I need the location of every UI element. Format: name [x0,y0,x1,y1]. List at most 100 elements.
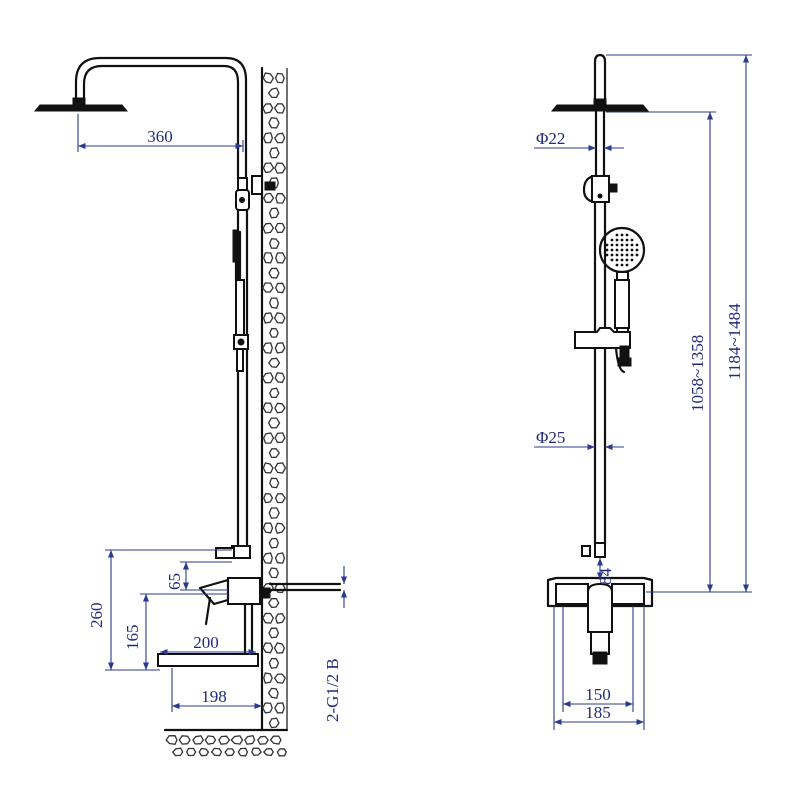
label-spout-height: 165 [123,625,142,651]
label-connector-gap: 65 [165,573,184,590]
nozzle-dot [620,248,624,252]
label-small-gap: 84 [596,568,615,586]
stone-hatch [273,673,286,684]
dimension-spout-height: 165 [123,593,228,670]
thermostatic-mixer-front [546,542,654,665]
stone-hatch [262,402,274,414]
stone-hatch [267,687,279,699]
nozzle-dot [630,243,634,247]
nozzle-dot [620,263,624,267]
overhead-arm-side [74,56,248,180]
dimension-lower-pipe-diameter: Φ25 [534,428,624,451]
tub-spout-side [157,602,259,667]
hand-shower-nozzles [605,233,639,267]
nozzle-dot [605,253,609,257]
stone-hatch [268,117,280,129]
label-total-height-range: 1184~1484 [725,303,744,380]
nozzle-dot [620,258,624,262]
nozzle-dot [630,248,634,252]
label-inlet-thread: 2-G1/2 B [323,658,342,722]
stone-hatch [269,147,280,159]
hand-shower-front [598,226,646,335]
nozzle-dot [635,243,639,247]
dimension-head-projection: 360 [77,114,244,152]
stone-hatch [198,747,210,757]
upper-pipe-front [593,53,607,180]
nozzle-dot [615,253,619,257]
stone-hatch [257,735,269,745]
stone-hatch [269,477,280,489]
stone-hatch [268,717,280,729]
stone-hatch [273,312,286,324]
stone-hatch [275,252,286,264]
nozzle-dot [610,253,614,257]
stone-hatch [268,657,280,669]
nozzle-dot [615,243,619,247]
stone-hatch [262,342,273,354]
dimension-inlet-spacing: 150 [562,606,634,712]
nozzle-dot [620,238,624,242]
stone-hatch [224,748,236,757]
stone-hatch [274,462,287,474]
stone-hatch [204,735,217,745]
stone-hatch [268,507,280,519]
stone-hatch [273,103,286,114]
stone-hatch [274,72,285,84]
dimension-body-width: 185 [553,606,645,730]
stone-hatch [262,282,274,293]
wall-section [163,66,289,757]
stone-hatch [192,735,205,745]
stone-hatch [186,747,197,757]
stone-hatch [262,462,274,474]
rain-shower-head-front [550,98,650,112]
stone-hatch [210,747,223,757]
stone-hatch [262,72,275,84]
label-lower-pipe-diameter: Φ25 [536,428,565,447]
stone-hatch [268,627,280,639]
nozzle-dot [625,233,629,237]
stone-hatch [274,162,287,174]
dimension-connector-gap: 65 [165,561,232,591]
nozzle-dot [615,258,619,262]
stone-hatch [268,537,280,549]
dimension-small-gap: 84 [596,558,615,585]
stone-hatch [276,748,288,757]
stone-hatch [263,312,274,324]
nozzle-dot [610,238,614,242]
label-upper-pipe-diameter: Φ22 [536,129,565,148]
slide-bar-bracket [574,327,632,374]
stone-hatch [274,372,286,384]
thermostatic-mixer-side [198,545,342,626]
stone-hatch [274,432,286,444]
stone-hatch [262,162,275,174]
stone-hatch [275,192,286,204]
nozzle-dot [630,238,634,242]
stone-hatch [178,735,191,745]
dimension-total-height-range: 1184~1484 [606,54,752,593]
stone-hatch [237,747,249,757]
stone-hatch [261,702,273,714]
stone-hatch [268,448,280,459]
stone-hatch [262,522,274,534]
stone-hatch [274,552,286,564]
nozzle-dot [630,258,634,262]
stone-hatch [274,522,286,534]
nozzle-dot [625,253,629,257]
dimension-upper-pipe-diameter: Φ22 [534,129,624,152]
dimension-pipe-height-range: 1058~1358 [606,111,716,593]
stone-hatch [268,387,280,399]
stone-hatch [269,735,282,745]
stone-hatch [165,735,178,746]
nozzle-dot [610,248,614,252]
stone-hatch [251,747,262,756]
stone-hatch [262,222,275,234]
nozzle-dot [605,243,609,247]
stone-hatch [244,734,256,745]
hand-shower-side [232,229,249,372]
nozzle-dot [620,243,624,247]
stone-hatch [262,642,274,654]
stone-hatch [261,372,274,384]
stone-hatch [273,132,286,144]
label-inlet-spacing: 150 [585,685,611,704]
label-head-projection: 360 [147,127,173,146]
